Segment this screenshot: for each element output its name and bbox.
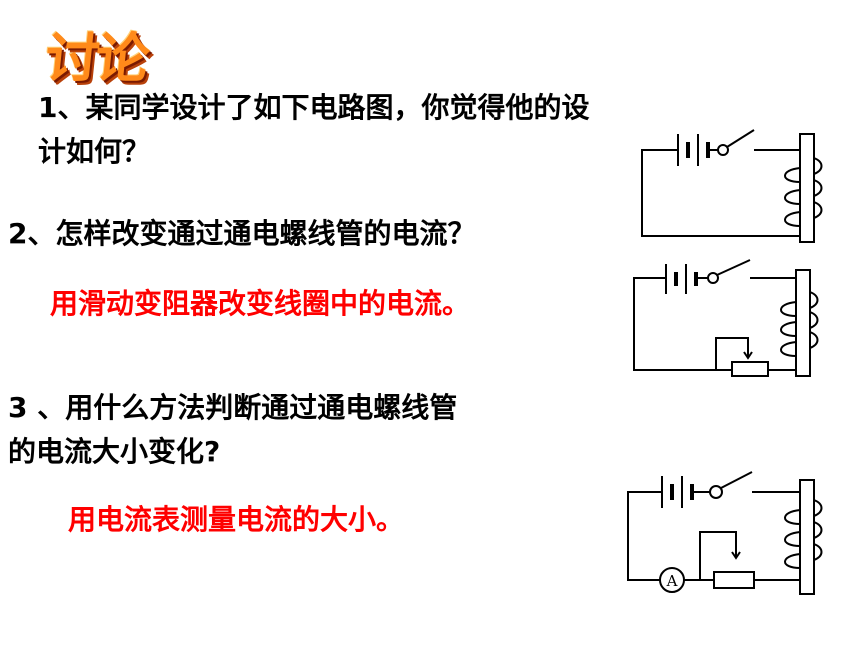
circuit-diagram-1 [641,129,823,243]
switch-3-lever [720,471,753,489]
rheostat-3-body [713,571,755,589]
title-badge: 讨论 [22,6,150,90]
solenoid-2-core [795,269,811,377]
question-3-line-2: 的电流大小变化? [8,435,221,468]
switch-2-lever [716,259,751,276]
circuit-1-wire-loop [641,149,800,237]
answer-3: 用电流表测量电流的大小。 [68,503,405,536]
rheostat-2-body [731,361,769,377]
switch-1-pivot [717,144,729,156]
ammeter-label: A [666,572,678,590]
solenoid-2-coil [780,301,797,357]
solenoid-1-core [799,133,815,243]
switch-2-pivot [707,272,719,284]
rheostat-2-slider-wire [715,337,749,370]
solenoid-3-core [799,479,815,595]
circuit-diagram-2 [633,259,819,377]
switch-3-pivot [709,485,723,499]
solenoid-1-coil [784,167,801,227]
slide-title: 讨论 [42,27,149,90]
circuit-2-wire-loop [633,277,732,371]
question-1-line-2: 计如何？ [38,135,151,168]
circuit-diagram-3: A [627,471,823,595]
answer-2: 用滑动变阻器改变线圈中的电流。 [50,287,471,320]
rheostat-3-slider-wire [699,531,737,580]
circuit-3-wire-loop [627,491,662,581]
question-2: 2、怎样改变通过通电螺线管的电流？ [8,217,476,250]
question-3-line-1: 3 、用什么方法判断通过通电螺线管 [8,391,458,424]
question-1-line-1: 1、某同学设计了如下电路图，你觉得他的设 [38,91,590,124]
solenoid-3-coil [784,509,801,569]
switch-1-lever [726,129,755,148]
